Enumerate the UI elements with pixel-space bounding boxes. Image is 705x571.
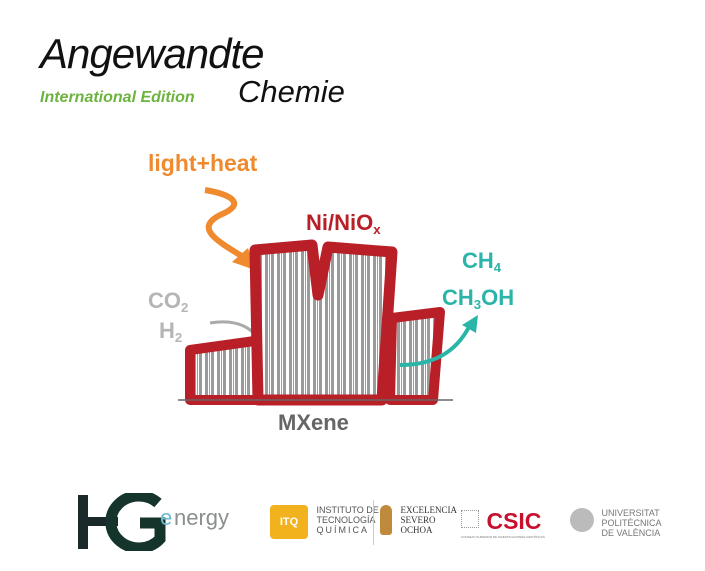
catalyst-subscript: x — [373, 221, 381, 237]
product-ch4-subscript: 4 — [493, 259, 502, 275]
product-ch4-text: CH — [462, 248, 494, 273]
reactant-h2-text: H — [159, 318, 175, 343]
reactant-co2-text: CO — [148, 288, 181, 313]
product-ch3oh-text-a: CH — [442, 285, 474, 310]
stack-v — [249, 239, 398, 406]
severo-ochoa-emblem — [380, 505, 392, 535]
stack-right — [385, 307, 445, 405]
journal-edition: International Edition — [40, 89, 195, 106]
severo-line-2: SEVERO — [400, 515, 436, 525]
catalyst-label: Ni/NiOx — [306, 210, 381, 237]
upv-line-1: UNIVERSITAT — [601, 508, 660, 518]
hgenergy-logo: e nergy — [78, 490, 248, 554]
product-ch3oh-subscript: 3 — [473, 296, 482, 312]
energy-arrowhead — [232, 248, 255, 270]
upv-line-2: POLITÈCNICA — [601, 518, 662, 528]
svg-text:nergy: nergy — [174, 505, 229, 530]
csic-wordmark: CSIC — [486, 508, 542, 534]
itq-line-2: TECNOLOGÍA — [316, 515, 376, 525]
catalyst-text: Ni/NiO — [306, 210, 374, 235]
energy-arrow — [204, 187, 247, 261]
product-arrow — [399, 324, 472, 367]
severo-line-3: OCHOA — [400, 525, 433, 535]
hgenergy-logo-graphic: e nergy — [78, 490, 229, 554]
product-ch4-label: CH4 — [462, 248, 501, 275]
journal-subtitle: Chemie — [238, 74, 345, 109]
csic-logo: CSIC CONSEJO SUPERIOR DE INVESTIGACIONES… — [461, 508, 545, 539]
product-arrowhead — [462, 315, 478, 333]
svg-text:e: e — [160, 505, 172, 530]
upv-line-3: DE VALÈNCIA — [601, 528, 661, 538]
journal-name: Angewandte — [40, 30, 265, 77]
reactant-co2-subscript: 2 — [181, 299, 189, 315]
product-ch3oh-label: CH3OH — [442, 285, 514, 312]
reactant-h2-label: H2 — [159, 318, 182, 345]
product-ch3oh-text-b: OH — [481, 285, 515, 310]
itq-line-1: INSTITUTO DE — [316, 505, 379, 515]
severo-line-1: EXCELENCIA — [400, 505, 457, 515]
reactant-co2-label: CO2 — [148, 288, 188, 315]
csic-subtitle: CONSEJO SUPERIOR DE INVESTIGACIONES CIEN… — [461, 535, 545, 539]
support-label: MXene — [278, 410, 349, 435]
energy-label: light+heat — [148, 150, 258, 176]
divider — [373, 500, 374, 545]
itq-line-3: QUÍMICA — [316, 525, 369, 535]
csic-emblem — [461, 510, 479, 528]
reactant-h2-subscript: 2 — [174, 329, 183, 345]
stack-left — [185, 335, 267, 405]
upv-seal — [570, 508, 594, 532]
itq-logo-mark: ITQ — [270, 505, 308, 539]
